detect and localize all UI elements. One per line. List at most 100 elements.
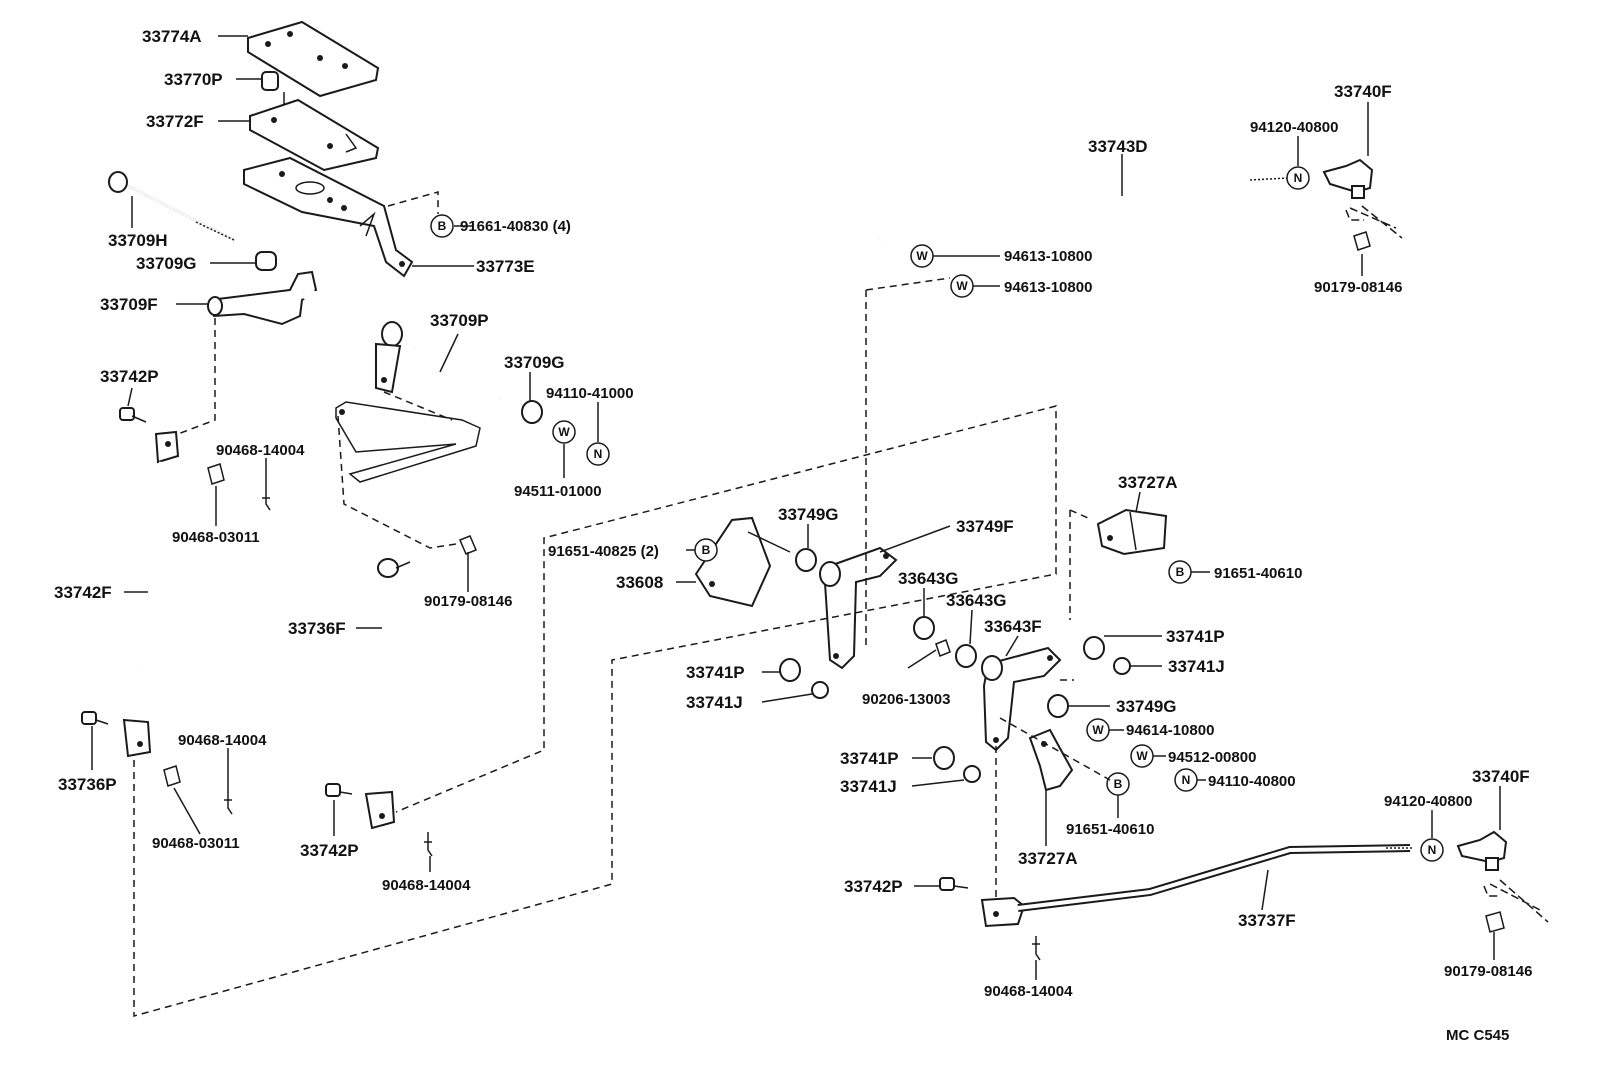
labels: 33774A 33770P 33772F 33709H 33709G 33709…	[54, 27, 1532, 1044]
label-33709g-a: 33709G	[136, 254, 197, 273]
bolt-33742p-a	[119, 407, 147, 423]
nut-symbol-1: N	[586, 442, 610, 466]
label-33742p-a: 33742P	[100, 367, 159, 386]
label-33709h: 33709H	[108, 231, 168, 250]
label-90468-14004-d: 90468-14004	[984, 983, 1073, 1000]
pin-90468-14004-d	[1032, 936, 1041, 961]
label-94614: 94614-10800	[1126, 722, 1214, 739]
shift-lever-33709f	[207, 270, 403, 394]
clip-90468-03011-a	[207, 463, 225, 485]
label-94110-41000: 94110-41000	[546, 385, 634, 402]
clip-90206-13003	[935, 639, 951, 657]
rod-33736f	[364, 558, 411, 830]
rod-33743d	[878, 176, 1289, 242]
label-33737f: 33737F	[1238, 911, 1296, 930]
label-33741p-a: 33741P	[1166, 627, 1225, 646]
selector-arm	[335, 401, 481, 483]
lever-33643f	[981, 646, 1062, 752]
bracket-33608	[694, 516, 791, 608]
nut-symbol-3: N	[1174, 768, 1198, 792]
label-33749f: 33749F	[956, 517, 1014, 536]
svg-text:W: W	[956, 279, 968, 293]
svg-text:W: W	[558, 425, 570, 439]
bolt-symbol-1: B	[430, 214, 454, 238]
label-33727a-b: 33727A	[1018, 849, 1078, 868]
label-33736p: 33736P	[58, 775, 117, 794]
bolt-33742p-c	[939, 877, 969, 891]
bushing-33741p-b	[1083, 636, 1105, 660]
bracket-33727a-a	[1096, 508, 1168, 556]
bushing-33709g-mid	[521, 400, 543, 424]
svg-text:B: B	[1114, 777, 1123, 791]
washer-symbol-3: W	[950, 274, 974, 298]
label-33741j-c: 33741J	[840, 777, 897, 796]
washer-symbol-4: W	[1086, 718, 1110, 742]
svg-text:N: N	[1182, 773, 1191, 787]
collar-33741j-c	[963, 765, 981, 783]
bolt-33742p-b	[325, 783, 353, 797]
label-91651-40610-a: 91651-40610	[1214, 565, 1302, 582]
dash-line-rod-top	[865, 277, 951, 650]
label-33643f: 33643F	[984, 617, 1042, 636]
clip-90179-08146-a	[459, 535, 477, 555]
bushing-33749g-a	[795, 548, 817, 572]
label-33741j-a: 33741J	[1168, 657, 1225, 676]
ball-joint-33740f-a	[1322, 158, 1403, 251]
washer-symbol-2: W	[910, 244, 934, 268]
label-90468-03011-b: 90468-03011	[152, 835, 240, 852]
svg-text:N: N	[1294, 171, 1303, 185]
svg-text:W: W	[1092, 723, 1104, 737]
bracket-33773e	[243, 156, 414, 278]
label-33709g-b: 33709G	[504, 353, 565, 372]
pin-90468-14004-c	[424, 832, 433, 857]
plate-33774a	[247, 20, 380, 98]
washer-symbol-5: W	[1130, 744, 1154, 768]
dash-line-selector	[337, 391, 457, 549]
svg-text:B: B	[1176, 565, 1185, 579]
label-33709p: 33709P	[430, 311, 489, 330]
label-33643g-b: 33643G	[946, 591, 1007, 610]
bolt-33736p	[81, 711, 109, 725]
label-33770p: 33770P	[164, 70, 223, 89]
label-90468-14004-a: 90468-14004	[216, 442, 305, 459]
label-94512: 94512-00800	[1168, 749, 1256, 766]
label-33749g-b: 33749G	[1116, 697, 1177, 716]
collar-33741j-b	[1113, 657, 1131, 675]
label-33741p-b: 33741P	[686, 663, 745, 682]
label-33773e: 33773E	[476, 257, 535, 276]
washer-symbol-1: W	[552, 420, 576, 444]
svg-text:W: W	[1136, 749, 1148, 763]
svg-text:N: N	[1428, 843, 1437, 857]
label-94613-a: 94613-10800	[1004, 248, 1092, 265]
svg-text:W: W	[916, 249, 928, 263]
bushing-33643g-b	[955, 644, 977, 668]
collar-33770p	[261, 71, 279, 91]
shaft-33709p	[411, 344, 503, 402]
label-90468-14004-b: 90468-14004	[178, 732, 267, 749]
pin-90468-14004-a	[262, 488, 271, 511]
label-33740f-a: 33740F	[1334, 82, 1392, 101]
label-33727a-a: 33727A	[1118, 473, 1178, 492]
svg-text:B: B	[438, 219, 447, 233]
label-90468-14004-c: 90468-14004	[382, 877, 471, 894]
bushing-33749g-b	[1047, 694, 1069, 718]
plate-33772f	[249, 92, 380, 172]
bolt-symbol-4: B	[1168, 560, 1192, 584]
label-33743d: 33743D	[1088, 137, 1148, 156]
leader-lines	[91, 35, 1501, 980]
label-91661: 91661-40830 (4)	[460, 218, 571, 235]
bolt-symbol-3: B	[1106, 772, 1130, 796]
bracket-33727a-b	[1028, 728, 1074, 792]
clip-90468-03011-b	[163, 765, 181, 787]
bushing-33643g-a	[913, 616, 935, 640]
label-33749g-a: 33749G	[778, 505, 839, 524]
dash-line-lever-rod	[177, 318, 216, 435]
label-94613-b: 94613-10800	[1004, 279, 1092, 296]
bushing-33709g-top	[255, 251, 277, 271]
label-33742p-c: 33742P	[844, 877, 903, 896]
long-bolt-33709h	[108, 171, 235, 241]
label-33709f: 33709F	[100, 295, 158, 314]
label-91651-40610-b: 91651-40610	[1066, 821, 1154, 838]
label-90468-03011-a: 90468-03011	[172, 529, 260, 546]
label-94120-a: 94120-40800	[1250, 119, 1338, 136]
